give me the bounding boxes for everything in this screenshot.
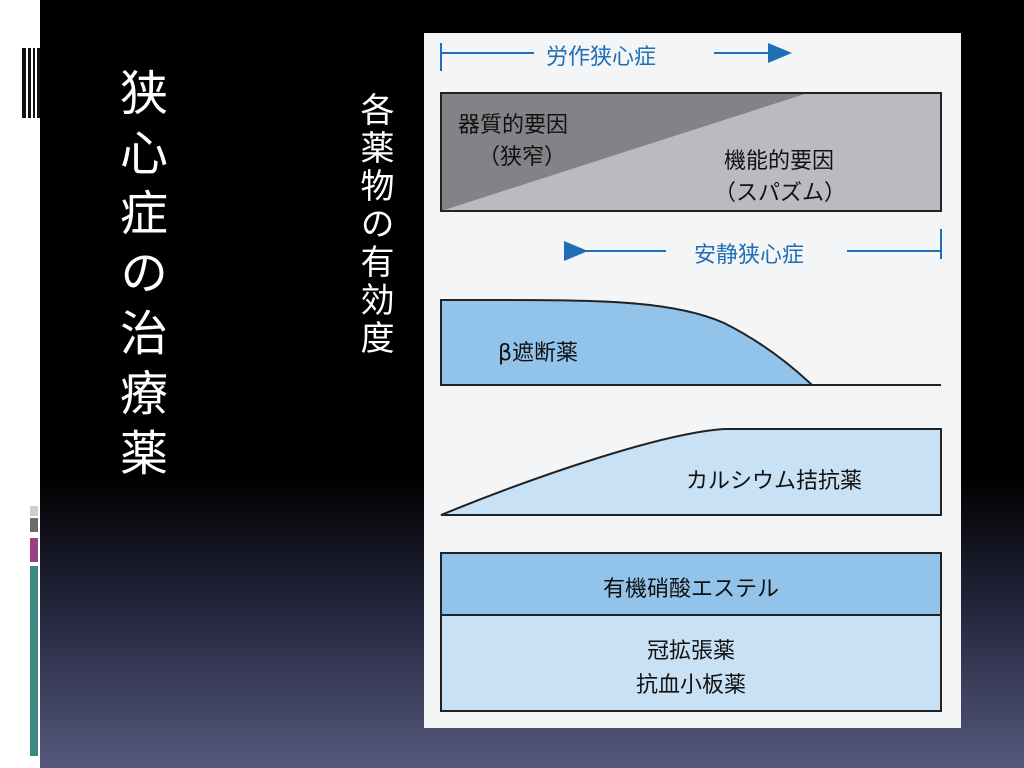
beta-blocker-label: β遮断薬 [498, 341, 579, 366]
coronary-antiplatelet-band [440, 614, 942, 712]
organic-factor-detail: （狭窄） [478, 145, 567, 170]
decorative-bars [22, 48, 40, 118]
nitrate-ester-label: 有機硝酸エステル [602, 577, 779, 602]
functional-factor-label: 機能的要因 [724, 149, 835, 174]
coronary-dilator-label: 冠拡張薬 [646, 639, 735, 664]
accent-bar-magenta [30, 538, 38, 562]
calcium-antagonist-label: カルシウム拮抗薬 [686, 469, 863, 494]
functional-factor-detail: （スパズム） [714, 181, 847, 206]
effort-angina-label: 労作狭心症 [546, 45, 657, 70]
nitrate-ester-band [440, 552, 942, 616]
antiplatelet-label: 抗血小板薬 [635, 673, 746, 698]
slide-title: 狭心症の治療薬 [111, 68, 167, 488]
angina-drug-efficacy-diagram: 労作狭心症 安静狭心症 器質的要因 （狭窄） 機能的要因 （スパズム） β遮断薬… [424, 33, 961, 728]
accent-bar-dark [30, 506, 38, 516]
beta-blocker-efficacy-shape [440, 299, 815, 386]
accent-bar-teal [30, 566, 38, 756]
organic-factor-label: 器質的要因 [458, 113, 569, 138]
diagram-graphics [440, 43, 942, 712]
rest-angina-label: 安静狭心症 [694, 243, 805, 268]
accent-bar-gray [30, 518, 38, 532]
calcium-antagonist-efficacy-shape [440, 428, 942, 516]
organic-factor-region [441, 93, 808, 211]
slide-subtitle: 各薬物の有効度 [354, 92, 394, 358]
